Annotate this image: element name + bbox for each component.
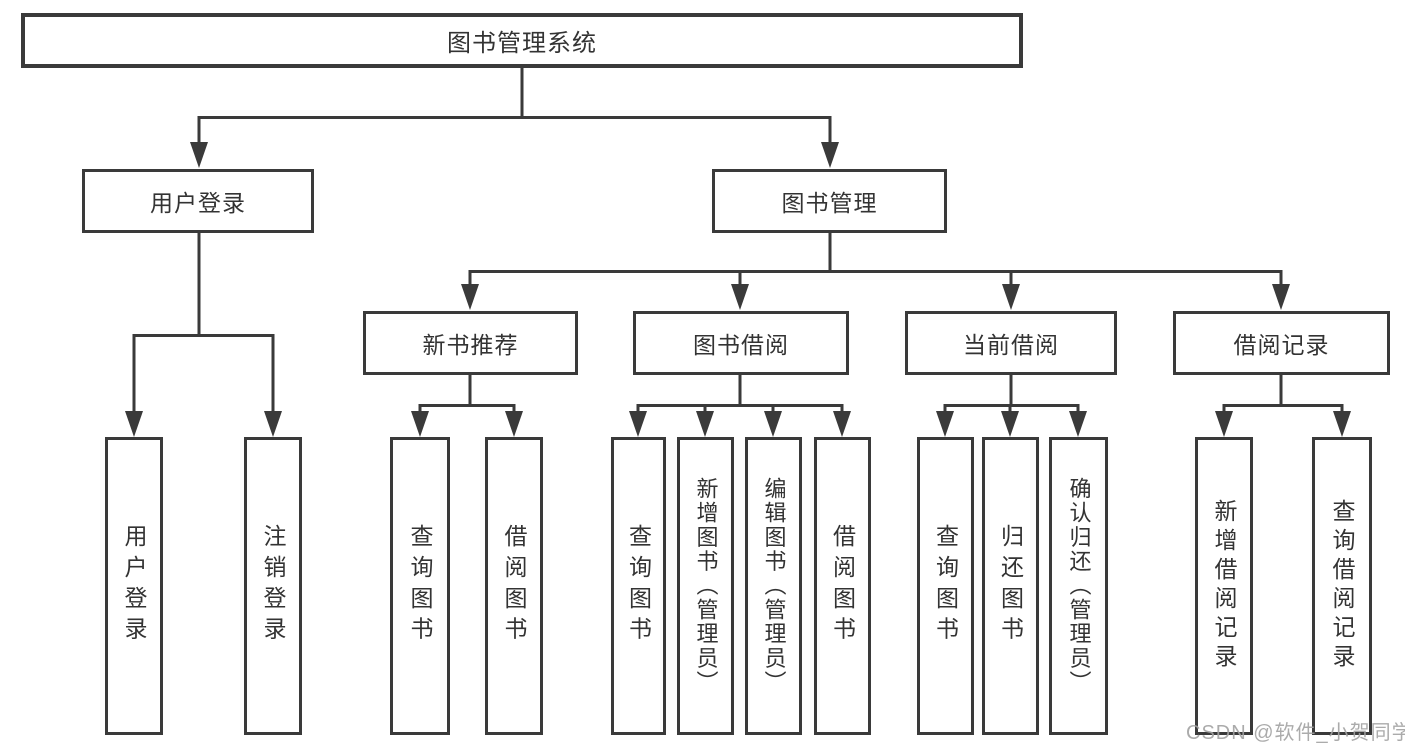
connector-borrow-record-children (1215, 375, 1351, 437)
node-label: 新增借阅记录 (1211, 499, 1237, 673)
leaf-user-login: 用户登录 (105, 437, 163, 735)
leaf-query-books-newrec: 查询图书 (390, 437, 450, 735)
arrowhead (1002, 284, 1020, 310)
node-label: 编辑图书（管理员） (761, 477, 787, 695)
node-label: 用户登录 (121, 524, 147, 648)
connector-root-to-level2 (190, 68, 839, 168)
arrowhead (1272, 284, 1290, 310)
connector-current-borrow-children (936, 375, 1087, 437)
connector-new-book-rec-children (411, 375, 523, 437)
arrowhead (461, 284, 479, 310)
leaf-add-borrow-record: 新增借阅记录 (1195, 437, 1253, 735)
node-label: 借阅图书 (829, 524, 856, 648)
arrowhead (764, 411, 782, 437)
arrowhead (505, 411, 523, 437)
arrowhead (411, 411, 429, 437)
node-label: 查询图书 (932, 524, 959, 648)
leaf-return-books: 归还图书 (982, 437, 1039, 735)
arrowhead (1069, 411, 1087, 437)
leaf-query-books-current: 查询图书 (917, 437, 974, 735)
node-label: 查询图书 (407, 524, 433, 648)
leaf-edit-book-admin: 编辑图书（管理员） (745, 437, 802, 735)
arrowhead (731, 284, 749, 310)
node-label: 新增图书（管理员） (693, 477, 719, 695)
node-label: 查询借阅记录 (1329, 499, 1355, 673)
arrowhead (190, 142, 208, 168)
arrowhead (1215, 411, 1233, 437)
node-label: 用户登录 (150, 190, 246, 216)
node-label: 归还图书 (997, 524, 1024, 648)
arrowhead (821, 142, 839, 168)
node-root-library-system: 图书管理系统 (21, 13, 1023, 68)
node-label: 图书管理系统 (447, 30, 597, 57)
node-label: 借阅记录 (1233, 332, 1330, 358)
node-new-book-recommend: 新书推荐 (363, 311, 578, 375)
node-user-login-module: 用户登录 (82, 169, 314, 233)
leaf-query-books-borrow: 查询图书 (611, 437, 666, 735)
arrowhead (696, 411, 714, 437)
arrowhead (125, 411, 143, 437)
leaf-borrow-books-borrow: 借阅图书 (814, 437, 871, 735)
leaf-logout: 注销登录 (244, 437, 302, 735)
node-label: 图书管理 (781, 190, 878, 216)
node-book-borrow: 图书借阅 (633, 311, 849, 375)
leaf-add-book-admin: 新增图书（管理员） (677, 437, 734, 735)
arrowhead (1333, 411, 1351, 437)
node-book-management-module: 图书管理 (712, 169, 947, 233)
arrowhead (1001, 411, 1019, 437)
node-label: 图书借阅 (693, 332, 789, 358)
connector-user-login-children (125, 233, 282, 437)
node-label: 确认归还（管理员） (1066, 477, 1092, 695)
node-borrow-record: 借阅记录 (1173, 311, 1390, 375)
arrowhead (629, 411, 647, 437)
connector-book-borrow-children (629, 375, 851, 437)
node-label: 注销登录 (260, 524, 286, 648)
leaf-query-borrow-record: 查询借阅记录 (1312, 437, 1372, 735)
arrowhead (833, 411, 851, 437)
arrowhead (264, 411, 282, 437)
arrowhead (936, 411, 954, 437)
leaf-confirm-return-admin: 确认归还（管理员） (1049, 437, 1108, 735)
csdn-watermark: CSDN @软件_小贺同学 (1186, 722, 1405, 744)
node-label: 当前借阅 (963, 332, 1059, 358)
node-label: 查询图书 (625, 524, 652, 648)
leaf-borrow-books-newrec: 借阅图书 (485, 437, 543, 735)
connector-book-mgmt-children (461, 233, 1290, 310)
node-current-borrow: 当前借阅 (905, 311, 1117, 375)
node-label: 新书推荐 (422, 332, 519, 358)
node-label: 借阅图书 (501, 524, 527, 648)
